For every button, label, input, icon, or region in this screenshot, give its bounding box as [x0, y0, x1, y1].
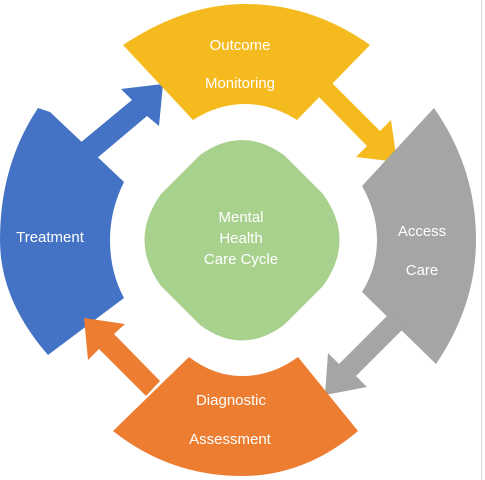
edge-divider [481, 0, 482, 480]
access-label-line2: Care [406, 262, 439, 279]
center-label-line1: Mental [218, 209, 263, 226]
center-label-line3: Care Cycle [204, 251, 278, 268]
access-segment [362, 108, 476, 364]
treatment-arrow [74, 84, 163, 164]
diagnostic-arrow [84, 318, 160, 396]
center-label-line2: Health [219, 230, 262, 247]
access-label-line1: Access [398, 223, 446, 240]
outcome-label-line2: Monitoring [205, 75, 275, 92]
treatment-segment [0, 108, 124, 355]
center-shape [144, 140, 340, 341]
outcome-segment [123, 4, 370, 120]
outcome-arrow [318, 82, 397, 162]
treatment-label: Treatment [16, 229, 85, 246]
access-arrow [325, 313, 405, 395]
diagnostic-label-line1: Diagnostic [196, 392, 267, 409]
diagnostic-segment [113, 357, 358, 476]
outcome-label-line1: Outcome [210, 37, 271, 54]
diagnostic-label-line2: Assessment [189, 431, 272, 448]
